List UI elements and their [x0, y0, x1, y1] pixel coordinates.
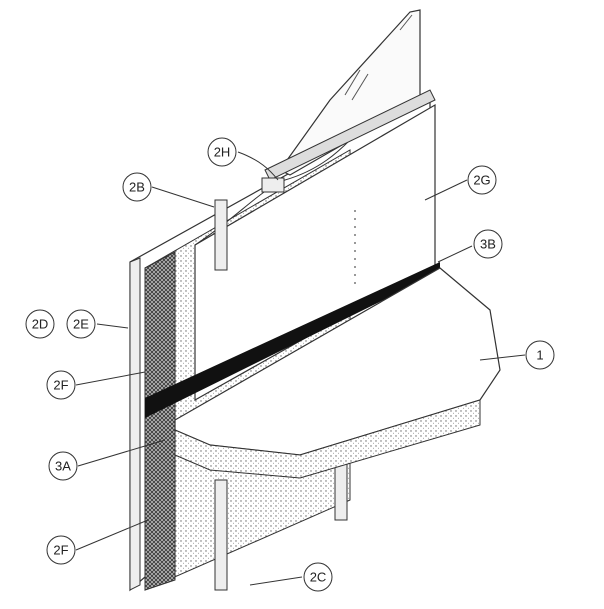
callout-2C: 2C: [303, 562, 333, 592]
callout-2F-upper: 2F: [46, 370, 76, 400]
svg-text:2F: 2F: [53, 543, 68, 558]
firestop-sealant-band: [145, 262, 440, 418]
head-track: [264, 89, 436, 181]
callout-2H: 2H: [207, 137, 237, 167]
callout-1: 1: [525, 340, 555, 370]
stud-upper: [214, 199, 228, 271]
svg-text:2C: 2C: [310, 570, 327, 585]
insulation-mesh-edge: [144, 251, 176, 591]
board-edge: [129, 257, 141, 591]
callout-2D: 2D: [25, 309, 55, 339]
svg-text:2D: 2D: [32, 317, 49, 332]
stud-lower: [214, 479, 228, 591]
svg-text:2H: 2H: [214, 145, 231, 160]
clip-bracket: [261, 177, 285, 193]
glass-panel: [279, 9, 421, 176]
floor-slab-edge: [174, 399, 481, 479]
callout-3B: 3B: [473, 229, 503, 259]
callout-2G: 2G: [467, 165, 497, 195]
callout-3A: 3A: [48, 451, 78, 481]
svg-text:2F: 2F: [53, 378, 68, 393]
svg-text:3A: 3A: [55, 459, 71, 474]
callout-2F-lower: 2F: [46, 535, 76, 565]
svg-text:3B: 3B: [480, 237, 496, 252]
callout-2B: 2B: [122, 172, 152, 202]
svg-text:2E: 2E: [73, 317, 89, 332]
svg-text:2B: 2B: [129, 180, 145, 195]
svg-text:2G: 2G: [473, 173, 490, 188]
callout-2E: 2E: [66, 309, 96, 339]
svg-text:1: 1: [536, 348, 543, 363]
